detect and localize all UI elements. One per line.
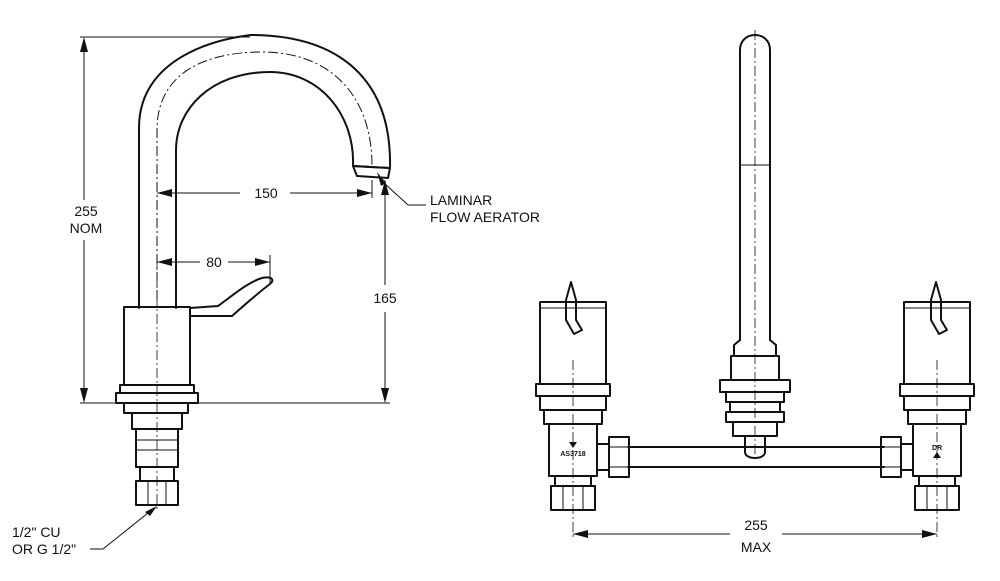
- dim-height-note: NOM: [70, 220, 103, 236]
- side-elevation: 255 NOM 150 80 165 LAMINAR FLOW AERATOR: [12, 34, 540, 557]
- right-pipe-nut: [880, 436, 902, 478]
- connection-label-line2: OR G 1/2": [12, 541, 76, 557]
- aerator-label-line1: LAMINAR: [430, 192, 492, 208]
- spout-outer: [138, 34, 392, 309]
- dim-height-value: 255: [74, 203, 98, 219]
- lever-handle: [189, 276, 274, 317]
- spout-centreline: [156, 51, 373, 300]
- dim-centres-note: MAX: [741, 539, 772, 555]
- aerator-tip: [352, 165, 391, 179]
- valve-marking: DR: [932, 445, 942, 452]
- right-valve: DR: [899, 281, 975, 540]
- left-pipe-nut: [608, 436, 630, 478]
- front-elevation: AS3718 DR: [535, 30, 975, 555]
- aerator-label-line2: FLOW AERATOR: [430, 209, 540, 225]
- left-valve: AS3718: [535, 281, 611, 540]
- dim-reach-value: 150: [254, 185, 278, 201]
- dim-outlet-value: 165: [373, 290, 397, 306]
- right-lever-icon: [930, 281, 948, 335]
- dim-handle-value: 80: [206, 254, 222, 270]
- standard-marking: AS3718: [560, 451, 585, 458]
- connection-label-line1: 1/2" CU: [12, 524, 61, 540]
- dim-centres-value: 255: [744, 517, 768, 533]
- left-lever-icon: [565, 281, 583, 335]
